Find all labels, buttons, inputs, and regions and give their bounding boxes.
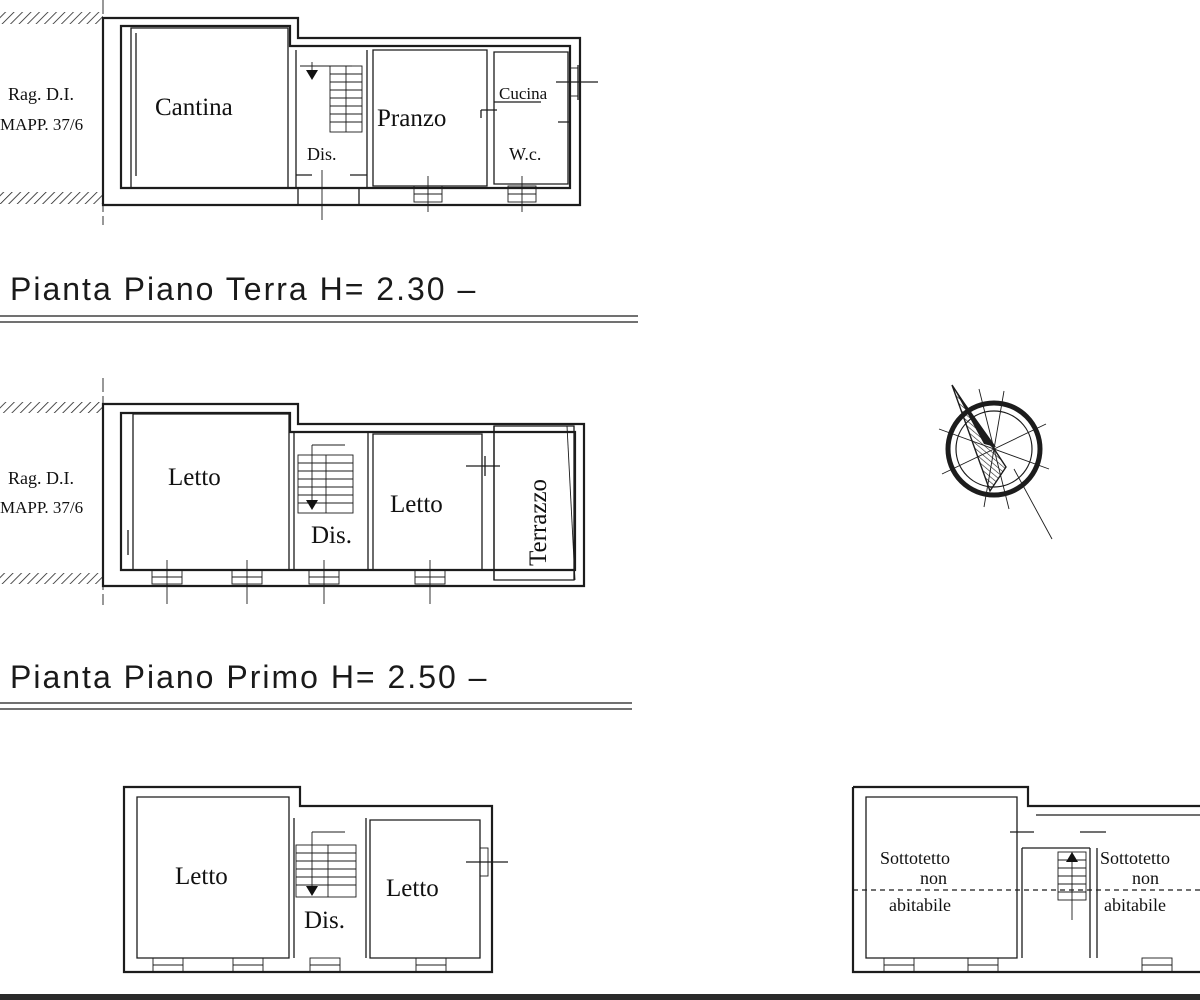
room-label-letto: Letto	[168, 464, 221, 491]
caption-ground-floor: Pianta Piano Terra H= 2.30 –	[10, 271, 477, 307]
room-label-letto: Letto	[175, 863, 228, 890]
room-label-cantina: Cantina	[155, 94, 233, 121]
room-label-sottotetto: Sottotetto	[1100, 848, 1170, 868]
first-floor-plan: Rag. D.I. MAPP. 37/6 Letto Dis. Letto Te…	[0, 378, 586, 605]
stair-icon	[300, 62, 363, 133]
window-icon	[232, 957, 264, 973]
window-icon	[415, 957, 447, 973]
caption-first-floor: Pianta Piano Primo H= 2.50 –	[10, 659, 488, 695]
room-label-sottotetto: Sottotetto	[880, 848, 950, 868]
room-label-cucina: Cucina	[499, 84, 548, 103]
room-label-dis: Dis.	[311, 522, 352, 549]
room-label-abitabile: abitabile	[889, 895, 951, 915]
window-icon	[152, 957, 184, 973]
room-label-letto: Letto	[386, 875, 439, 902]
window-icon	[883, 957, 915, 973]
room-label-non: non	[920, 868, 947, 888]
window-icon	[967, 957, 999, 973]
room-label-dis: Dis.	[304, 907, 345, 934]
neighbor-hatch-bottom	[0, 573, 103, 584]
window-icon	[1141, 957, 1173, 973]
room-label-wc: W.c.	[509, 144, 541, 164]
room-label-pranzo: Pranzo	[377, 105, 446, 132]
ground-floor-plan: Rag. D.I. MAPP. 37/6 Cantina Dis. Pranzo…	[0, 0, 598, 225]
page-bottom-border	[0, 994, 1200, 1000]
window-icon	[151, 560, 183, 604]
room-label-terrazzo: Terrazzo	[525, 479, 552, 566]
second-floor-plan: Letto Dis. Letto	[122, 785, 508, 974]
attic-plan: Sottotetto non abitabile Sottotetto non …	[851, 785, 1200, 974]
neighbor-label-parcel: MAPP. 37/6	[0, 498, 83, 517]
room-label-dis: Dis.	[307, 144, 337, 164]
stair-icon	[295, 831, 357, 898]
room-label-letto: Letto	[390, 491, 443, 518]
window-icon	[309, 957, 341, 973]
room-label-non: non	[1132, 868, 1159, 888]
neighbor-hatch-bottom	[0, 192, 103, 204]
window-icon	[507, 176, 537, 212]
neighbor-label-name: Rag. D.I.	[8, 84, 74, 104]
neighbor-hatch-top	[0, 402, 103, 413]
neighbor-label-parcel: MAPP. 37/6	[0, 115, 83, 134]
neighbor-label-name: Rag. D.I.	[8, 468, 74, 488]
stair-icon	[297, 444, 354, 514]
window-icon	[308, 560, 340, 604]
north-arrow-icon	[938, 384, 1053, 540]
neighbor-hatch-top	[0, 12, 103, 24]
window-icon	[414, 560, 446, 604]
room-label-abitabile: abitabile	[1104, 895, 1166, 915]
stair-icon	[1057, 851, 1087, 920]
window-icon	[231, 560, 263, 604]
window-icon	[413, 176, 443, 212]
